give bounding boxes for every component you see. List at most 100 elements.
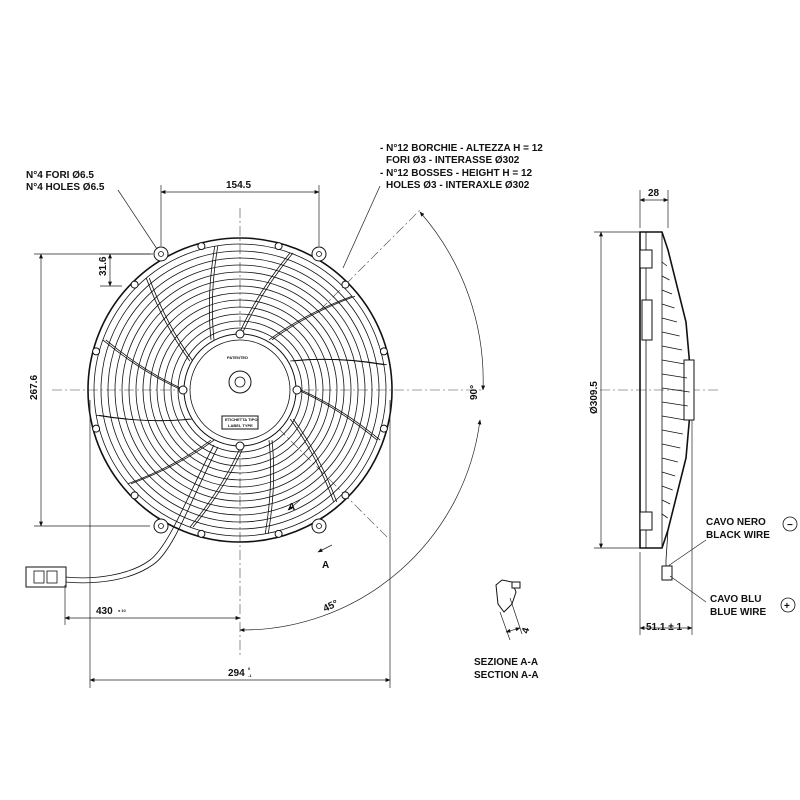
- boss: [130, 280, 139, 289]
- boss: [197, 242, 206, 251]
- side-motor: [683, 359, 695, 421]
- minus-symbol: −: [787, 520, 793, 531]
- section-arrow-a-top: [287, 499, 301, 511]
- side-rib: [661, 471, 676, 477]
- section-boss: [511, 581, 521, 589]
- side-wire-grommet: [661, 565, 673, 581]
- mount-hole-top-left-bore: [158, 251, 164, 257]
- label-box-line1: ETICHETTA TIPO: [225, 417, 257, 422]
- mount-hole-bottom-left-bore: [158, 523, 164, 529]
- side-rib: [661, 499, 671, 505]
- grille-spoke: [145, 277, 191, 362]
- connector-pin-1: [33, 570, 45, 584]
- dim-bottom-tol-lower: -1: [248, 673, 252, 678]
- grille-spoke: [239, 252, 291, 333]
- blue-wire-label-it: CAVO BLU: [710, 594, 761, 605]
- blue-wire-label-en: BLUE WIRE: [710, 607, 766, 618]
- mount-hole-top-right-bore: [316, 251, 322, 257]
- grille-spoke: [267, 440, 275, 534]
- section-profile: [495, 579, 517, 613]
- grille-spoke: [102, 339, 183, 391]
- side-view: 28 Ø309.5 51.1 ± 1 CAVO NERO BLACK WIRE …: [589, 188, 798, 635]
- side-dim-width-value: 28: [648, 188, 660, 199]
- grille-spoke: [211, 246, 219, 340]
- side-rib: [661, 373, 688, 379]
- section-title-it: SEZIONE A-A: [474, 657, 538, 668]
- grille-spoke: [148, 277, 194, 362]
- plus-symbol: +: [784, 601, 790, 612]
- grille-spoke: [127, 439, 212, 485]
- hub-screw-bottom: [235, 441, 245, 451]
- connector-pin-2: [46, 570, 58, 584]
- front-view: PATENTED ETICHETTA TIPO LABEL TYPE 154.5…: [25, 143, 543, 688]
- boss: [92, 347, 101, 356]
- grille-spoke: [189, 447, 241, 528]
- shaft-boss: [228, 370, 252, 394]
- side-rib: [661, 317, 678, 323]
- side-rib: [661, 387, 690, 393]
- minus-symbol-circle: [782, 516, 798, 532]
- side-rib: [661, 443, 681, 449]
- section-mark-a-top: A: [288, 502, 295, 513]
- boss: [341, 280, 350, 289]
- hub-screw-top: [235, 329, 245, 339]
- black-wire-label-en: BLACK WIRE: [706, 530, 770, 541]
- side-rib: [661, 359, 685, 365]
- label-box-line2: LABEL TYPE: [228, 423, 253, 428]
- section-title-en: SECTION A-A: [474, 670, 539, 681]
- side-top-bracket: [639, 249, 653, 269]
- dim-top-value: 154.5: [226, 180, 251, 191]
- hub-patented-text: PATENTED: [227, 355, 248, 360]
- connector-body: [25, 566, 67, 588]
- dim-small-value: 31.6: [98, 256, 109, 276]
- boss: [197, 529, 206, 538]
- black-wire-leader: [667, 539, 707, 567]
- black-wire-label-it: CAVO NERO: [706, 517, 766, 528]
- plus-symbol-circle: [780, 597, 796, 613]
- bosses-note-it-2: FORI Ø3 - INTERASSE Ø302: [386, 155, 520, 166]
- grille-spoke: [208, 246, 216, 340]
- hub-screw-left: [178, 385, 188, 395]
- grille-spoke: [271, 295, 356, 341]
- holes-note-en: N°4 HOLES Ø6.5: [26, 182, 105, 193]
- side-dim-diam-value: Ø309.5: [589, 381, 600, 414]
- bosses-note-en-1: - N°12 BOSSES - HEIGHT H = 12: [380, 168, 533, 179]
- boss: [92, 424, 101, 433]
- blue-wire-leader: [669, 575, 707, 603]
- side-rib: [661, 261, 668, 267]
- wire-outer: [64, 444, 215, 579]
- angle-45-label: 45°: [322, 598, 340, 614]
- boss: [130, 491, 139, 500]
- section-arrow-a-bottom: [317, 544, 333, 553]
- side-rib: [661, 275, 670, 281]
- holes-leader: [117, 189, 158, 250]
- dim-bottom-value: 294: [228, 668, 245, 679]
- section-mark-a-bottom: A: [322, 560, 329, 571]
- grille-spoke: [99, 414, 193, 422]
- side-rib: [661, 513, 668, 519]
- bosses-note-it-1: - N°12 BORCHIE - ALTEZZA H = 12: [380, 143, 543, 154]
- boss: [274, 242, 283, 251]
- side-bottom-bracket: [639, 511, 653, 531]
- holes-note-it: N°4 FORI Ø6.5: [26, 170, 94, 181]
- bosses-note-en-2: HOLES Ø3 - INTERAXLE Ø302: [386, 180, 530, 191]
- diagonal-centerline-ne: [319, 209, 421, 311]
- grille-spoke: [268, 295, 353, 341]
- angle-90-arc: [419, 211, 486, 391]
- side-label-tab: [641, 299, 653, 341]
- side-rib: [661, 289, 673, 295]
- side-dim-depth-value: 51.1 ± 1: [646, 622, 683, 633]
- hub-screw-right: [292, 385, 302, 395]
- side-rib: [661, 331, 680, 337]
- side-rib: [661, 415, 686, 421]
- side-rib: [661, 401, 688, 407]
- side-rib: [661, 429, 683, 435]
- grille-spoke: [292, 418, 338, 503]
- side-rib: [661, 345, 683, 351]
- mount-hole-bottom-right: [311, 518, 327, 534]
- angle-45-arc: [239, 419, 482, 632]
- grille-spoke: [293, 358, 387, 366]
- side-rib: [661, 457, 678, 463]
- dim-wire-tolerance: ± 10: [118, 608, 127, 613]
